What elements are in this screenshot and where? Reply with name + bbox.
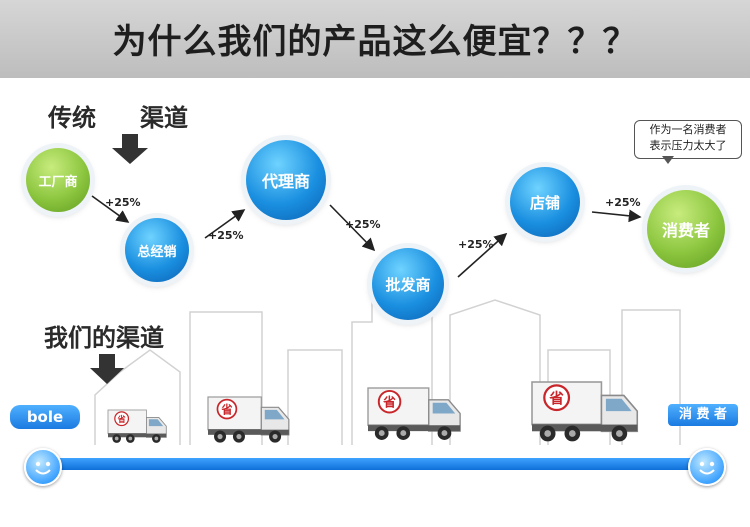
bubble-line-2: 表示压力太大了: [649, 139, 727, 152]
traditional-channel-label: 传统 渠道: [48, 98, 188, 133]
bubble-tail: [662, 156, 674, 164]
node-general-distributor: 总经销: [125, 218, 189, 282]
consumer-speech-bubble: 作为一名消费者 表示压力太大了: [634, 120, 742, 159]
traditional-label-left: 传统: [48, 104, 96, 132]
node-manufacturer: 工厂商: [26, 148, 90, 212]
truck-3: 省: [367, 387, 461, 440]
markup-2: +25%: [208, 229, 244, 242]
truck-4: 省: [531, 381, 639, 442]
brand-tag: bole: [10, 405, 80, 429]
bubble-line-1: 作为一名消费者: [649, 123, 727, 136]
node-wholesaler: 批发商: [372, 248, 444, 320]
title-banner: 为什么我们的产品这么便宜？？？: [0, 0, 750, 78]
down-arrow-icon: [112, 134, 148, 164]
markup-4: +25%: [458, 238, 494, 251]
timeline-bar: [30, 458, 710, 470]
truck-1: 省: [107, 409, 167, 443]
markup-3: +25%: [345, 218, 381, 231]
node-agent: 代理商: [246, 140, 326, 220]
page-title: 为什么我们的产品这么便宜？？？: [112, 22, 638, 62]
markup-1: +25%: [105, 196, 141, 209]
truck-2: 省: [207, 396, 290, 443]
truck-mark-1: 省: [117, 414, 126, 424]
node-consumer: 消费者: [647, 190, 725, 268]
truck-mark-2: 省: [220, 402, 232, 416]
truck-mark-3: 省: [382, 395, 396, 411]
smiley-left-icon: [24, 448, 62, 486]
truck-mark-4: 省: [548, 389, 564, 407]
consumer-tag: 消 费 者: [668, 404, 738, 426]
smiley-right-icon: [688, 448, 726, 486]
down-arrow-icon-2: [90, 354, 124, 384]
traditional-label-right: 渠道: [140, 104, 188, 132]
our-channel-label: 我们的渠道: [44, 324, 164, 352]
node-shop: 店铺: [510, 167, 580, 237]
markup-5: +25%: [605, 196, 641, 209]
